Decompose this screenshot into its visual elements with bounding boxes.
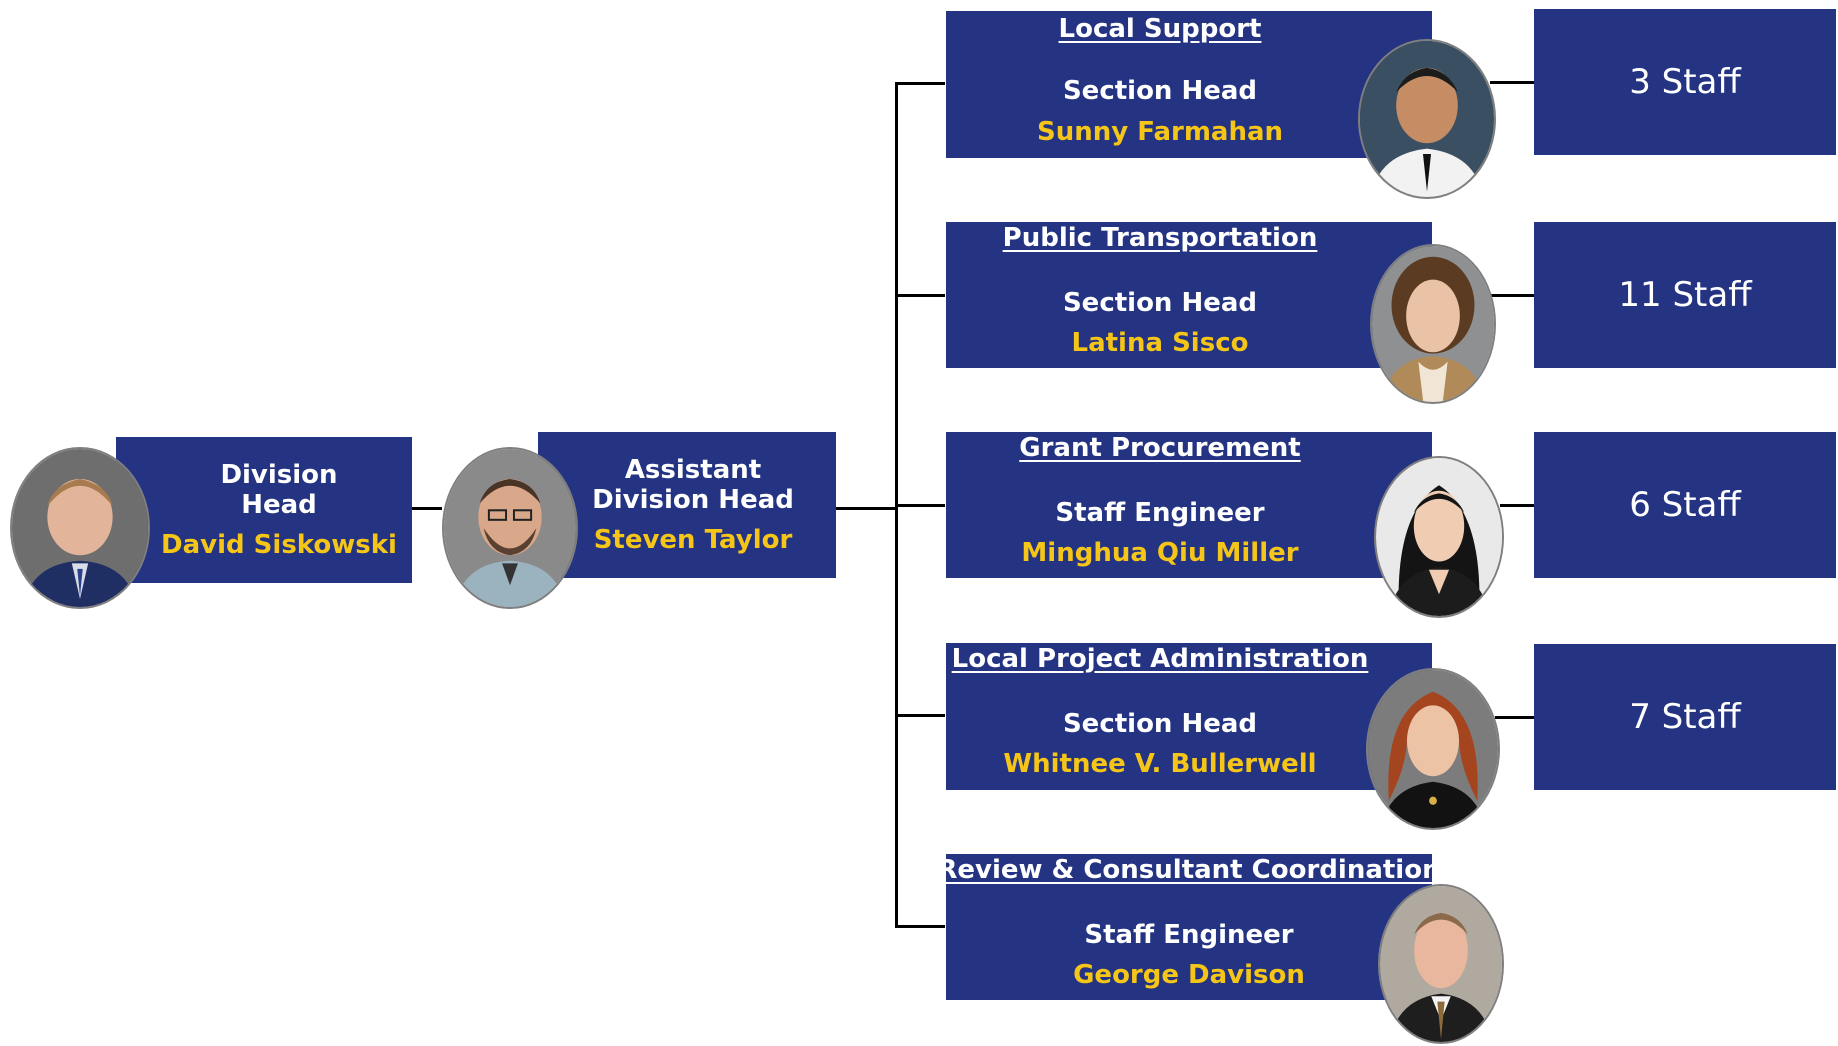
section-title: Local Support — [1058, 14, 1262, 44]
section-box-grant-procurement: Grant Procurement Staff Engineer Minghua… — [946, 432, 1432, 578]
assistant-head-box: Assistant Division Head Steven Taylor — [538, 432, 836, 578]
section-photo-grant-procurement — [1374, 456, 1504, 618]
connector-branch-local-project-admin — [895, 714, 945, 717]
section-title: Grant Procurement — [1019, 433, 1301, 463]
assistant-head-title-line2: Division Head — [592, 485, 794, 515]
assistant-head-name: Steven Taylor — [593, 525, 793, 555]
section-photo-public-transportation — [1370, 244, 1496, 404]
connector-branch-review-consultant — [895, 925, 945, 928]
connector-staff-grant-procurement — [1500, 504, 1534, 507]
section-box-review-consultant: Review & Consultant Coordination Staff E… — [937, 854, 1441, 1000]
section-box-local-support: Local Support Section Head Sunny Farmaha… — [946, 11, 1432, 158]
staff-count: 6 Staff — [1629, 485, 1741, 525]
section-head-name: Minghua Qiu Miller — [1021, 538, 1299, 568]
section-head-name: Sunny Farmahan — [1036, 117, 1284, 147]
connector-staff-public-transportation — [1490, 294, 1534, 297]
section-role: Staff Engineer — [1055, 498, 1265, 528]
section-title: Review & Consultant Coordination — [937, 855, 1441, 885]
connector-staff-local-support — [1490, 81, 1534, 84]
section-box-public-transportation: Public Transportation Section Head Latin… — [946, 222, 1432, 368]
staff-box-local-project-admin: 7 Staff — [1534, 644, 1836, 790]
section-role: Section Head — [1062, 76, 1258, 106]
division-head-title-line1: Division — [220, 460, 338, 490]
staff-box-public-transportation: 11 Staff — [1534, 222, 1836, 368]
section-head-name: George Davison — [1073, 960, 1305, 990]
staff-count: 3 Staff — [1629, 62, 1741, 102]
staff-count: 11 Staff — [1618, 275, 1752, 315]
division-head-box: Division Head David Siskowski — [116, 437, 412, 583]
connector-branch-public-transportation — [895, 294, 945, 297]
connector-branch-grant-procurement — [895, 504, 945, 507]
assistant-head-photo — [442, 447, 578, 609]
section-photo-local-project-admin — [1366, 668, 1500, 830]
assistant-head-title-line1: Assistant — [624, 455, 762, 485]
connector-staff-local-project-admin — [1495, 716, 1534, 719]
connector-branch-local-support — [895, 82, 945, 85]
division-head-photo — [10, 447, 150, 609]
section-role: Section Head — [1062, 709, 1258, 739]
section-box-local-project-admin: Local Project Administration Section Hea… — [946, 643, 1432, 790]
section-title: Local Project Administration — [951, 644, 1369, 674]
section-role: Staff Engineer — [1084, 920, 1294, 950]
division-head-title-line2: Head — [241, 490, 317, 520]
connector-division-to-assistant — [412, 507, 442, 510]
staff-box-local-support: 3 Staff — [1534, 9, 1836, 155]
staff-box-grant-procurement: 6 Staff — [1534, 432, 1836, 578]
division-head-name: David Siskowski — [161, 530, 397, 560]
section-photo-local-support — [1358, 39, 1496, 199]
section-role: Section Head — [1062, 288, 1258, 318]
section-title: Public Transportation — [1002, 223, 1318, 253]
connector-assistant-to-trunk — [836, 507, 896, 510]
staff-count: 7 Staff — [1629, 697, 1741, 737]
section-head-name: Latina Sisco — [1071, 328, 1249, 358]
section-head-name: Whitnee V. Bullerwell — [1003, 749, 1317, 779]
section-photo-review-consultant — [1378, 884, 1504, 1044]
